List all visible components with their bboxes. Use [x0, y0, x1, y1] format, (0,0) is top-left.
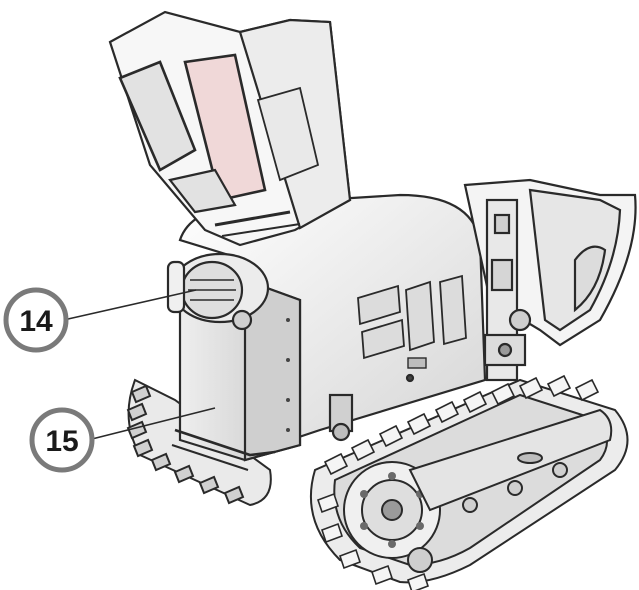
leader-line-14: [67, 289, 197, 320]
right-track: [309, 374, 629, 590]
air-filter-unit: [166, 252, 270, 331]
callout-leaders: [67, 289, 216, 440]
leader-line-15: [91, 407, 216, 440]
callout-14: 14: [3, 287, 69, 353]
hopper-panel: [463, 178, 637, 382]
open-hood: [108, 10, 352, 247]
callout-14-label: 14: [19, 305, 53, 338]
front-panel: [171, 278, 354, 471]
callout-15-label: 15: [45, 425, 78, 458]
callout-15: 15: [29, 407, 95, 473]
